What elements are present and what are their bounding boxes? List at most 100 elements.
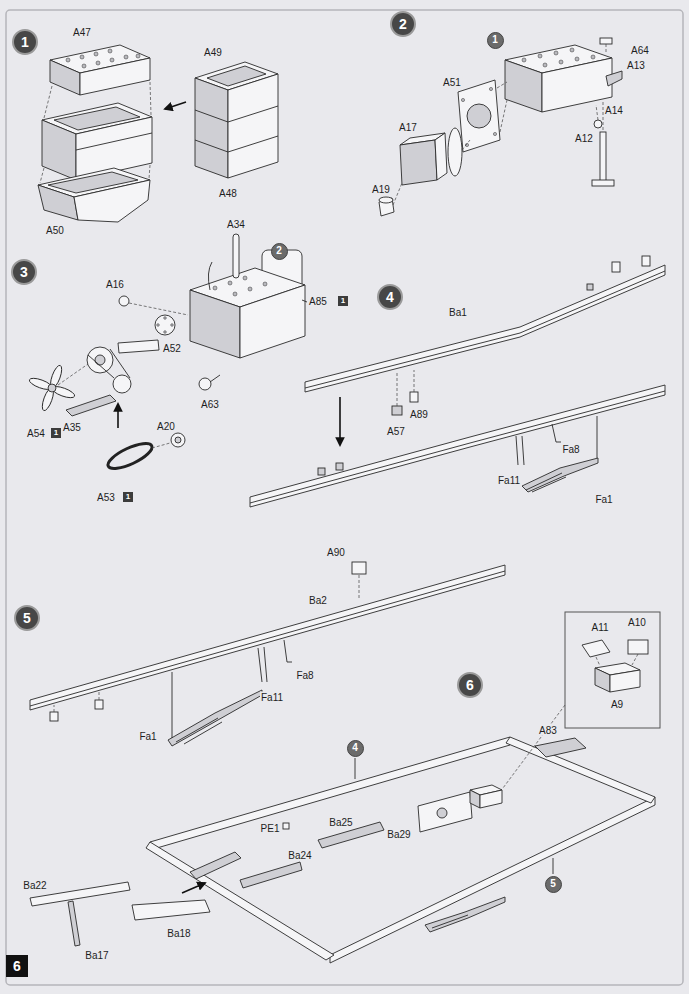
frame-rail-left [397,373,398,406]
number-text: 3 [20,265,28,279]
fan-belt [175,437,181,443]
frame-rail-left [597,416,598,458]
engine-with-gearbox [208,262,212,290]
chassis-frame [146,705,655,963]
bell-housing [458,80,507,152]
engine-assembly [592,180,614,186]
callout-circle [271,243,287,259]
fan-belt [117,404,119,428]
engine-with-gearbox [157,324,160,327]
part-label: A52 [162,343,182,354]
frame-rail-left [250,256,665,507]
engine-with-gearbox [233,292,237,296]
part-label: A12 [574,133,594,144]
chassis-frame [190,852,241,879]
part-label: Fa11 [260,692,284,703]
part-label: A64 [630,45,650,56]
engine-stand [195,106,278,122]
gearbox [435,133,447,180]
frame-rail-left [587,284,593,290]
marker-square [6,955,28,977]
reference-callout: 1 [487,32,504,49]
engine-head [66,58,70,62]
bell-housing [461,98,464,101]
step-number: 4 [377,284,403,310]
frame-rail-left [526,473,566,492]
marker-square [123,492,133,502]
engine-stand [195,136,278,152]
frame-rail-left [336,463,343,470]
engine-assembly [522,58,526,62]
engine-head [82,64,86,68]
battery-box-inset [632,654,638,665]
engine-assembly [596,105,598,120]
frame-rail-left [612,262,620,272]
gearbox [462,140,470,150]
frame-rail-right [95,700,103,709]
frame-rail-left [339,397,341,445]
front-crossmember [182,883,205,893]
fan [58,364,88,385]
frame-rail-right [172,672,173,738]
number-text: 1 [492,35,498,45]
engine-head [44,45,151,118]
engine-with-gearbox [228,281,232,285]
engine-with-gearbox [240,285,305,358]
marker-square [51,428,61,438]
frame-rail-left [642,256,650,266]
engine-assembly [570,48,574,52]
count-marker: 1 [123,492,133,502]
bell-housing [489,87,492,90]
chassis-frame [283,823,289,829]
battery-box-inset [595,668,610,692]
step-number: 1 [12,29,38,55]
part-label: A9 [610,699,624,710]
engine-block [40,103,152,183]
engine-block [40,168,44,183]
frame-rail-right [284,640,292,662]
number-text: 1 [54,429,58,437]
engine-assembly [600,132,606,182]
engine-with-gearbox [119,296,129,306]
marker-square [338,296,348,306]
step-number: 3 [11,259,37,285]
frame-rail-left [522,458,598,492]
engine-assembly [606,71,622,86]
part-label: Ba2 [308,595,328,606]
page-number: 6 [6,955,28,977]
chassis-frame [432,915,468,928]
bell-housing [458,80,500,152]
gearbox [448,128,462,176]
part-label: A51 [442,77,462,88]
number-text: 5 [23,611,31,625]
engine-head [80,58,150,95]
part-label: Fa8 [561,444,580,455]
fan [48,384,56,392]
frame-rail-right [359,575,360,598]
gearbox [379,198,394,216]
engine-head [80,55,84,59]
engine-assembly [543,63,547,67]
frame-rail-right [176,718,222,744]
engine-with-gearbox [113,375,131,393]
engine-head [136,54,140,58]
part-label: A17 [398,122,418,133]
engine-assembly [554,51,558,55]
callout-circle [458,673,482,697]
engine-assembly [591,55,595,59]
frame-rail-right [264,647,267,682]
frame-rail-right [352,562,366,574]
engine-with-gearbox [171,324,174,327]
part-label: Ba22 [22,880,47,891]
front-crossmember [68,901,80,946]
engine-assembly [559,60,563,64]
engine-head [94,52,98,56]
engine-head [110,58,114,62]
engine-with-gearbox [248,287,252,291]
engine-with-gearbox [164,331,167,334]
number-text: 4 [386,290,394,304]
fan-belt [171,433,185,447]
number-text: 5 [550,879,556,889]
part-label: A54 [26,428,46,439]
engine-with-gearbox [88,349,130,378]
